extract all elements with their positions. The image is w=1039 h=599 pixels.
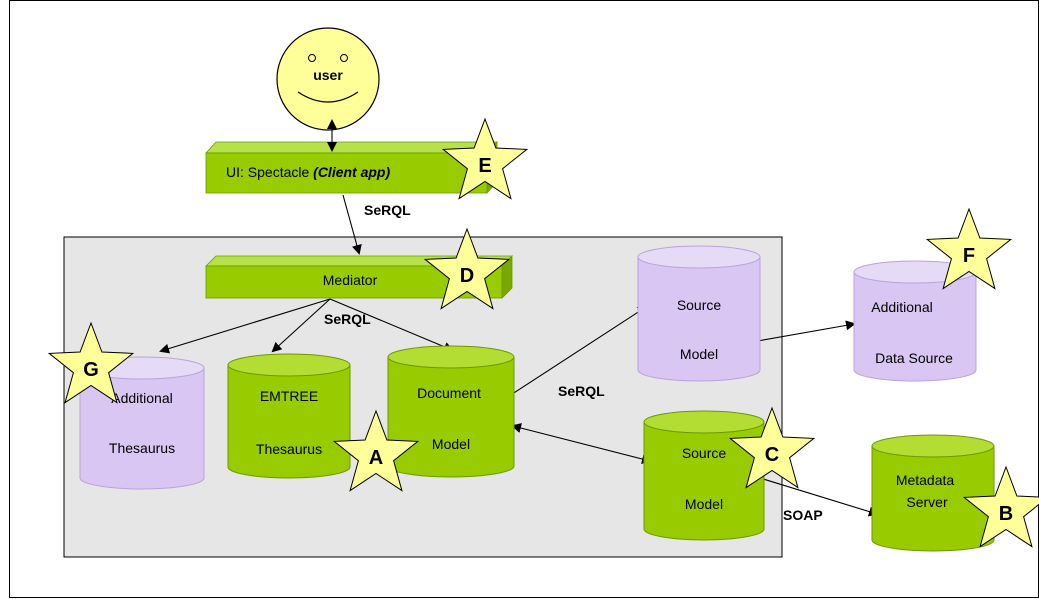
star-label-c: C — [765, 444, 779, 466]
svg-text:Metadata: Metadata — [896, 472, 955, 488]
client-app-label: UI: Spectacle (Client app) — [226, 164, 390, 180]
stars: E D F G A C B — [47, 117, 1039, 548]
star-label-e: E — [478, 155, 491, 177]
db-additional-data-source: Additional Data Source — [853, 260, 977, 382]
svg-text:Source: Source — [682, 445, 727, 461]
svg-text:Additional: Additional — [111, 390, 173, 406]
mediator-label: Mediator — [323, 272, 378, 288]
edge-document-source-purple — [501, 305, 648, 402]
connectors — [159, 119, 879, 517]
serql-label-mediator: SeRQL — [324, 311, 371, 327]
soap-label: SOAP — [783, 507, 823, 523]
serql-label-top: SeRQL — [364, 202, 411, 218]
edge-source-purple-additional — [745, 320, 856, 344]
star-e: E — [441, 117, 529, 200]
svg-text:Model: Model — [432, 436, 470, 452]
star-c: C — [728, 406, 816, 489]
db-emtree-thesaurus: EMTREE Thesaurus — [227, 353, 351, 479]
svg-text:Thesaurus: Thesaurus — [109, 440, 175, 456]
star-label-d: D — [460, 265, 474, 287]
svg-text:EMTREE: EMTREE — [260, 388, 318, 404]
star-icon — [728, 406, 816, 489]
svg-text:Thesaurus: Thesaurus — [256, 441, 322, 457]
star-icon — [332, 409, 420, 492]
user-node: user — [276, 27, 380, 131]
user-label: user — [313, 67, 343, 83]
star-f: F — [925, 207, 1013, 290]
star-label-g: G — [83, 359, 99, 381]
db-source-model-purple: Source Model — [637, 245, 761, 382]
star-icon — [441, 117, 529, 200]
star-label-b: B — [999, 503, 1013, 525]
svg-text:Model: Model — [680, 346, 718, 362]
db-source-model-green: Source Model — [643, 410, 765, 541]
star-icon — [47, 321, 135, 404]
star-a: A — [332, 409, 420, 492]
edge-mediator-emtree — [271, 298, 331, 353]
svg-text:Server: Server — [906, 494, 948, 510]
svg-text:Source: Source — [677, 297, 722, 313]
star-icon — [925, 207, 1013, 290]
star-g: G — [47, 321, 135, 404]
star-label-f: F — [963, 245, 975, 267]
star-d: D — [423, 227, 511, 310]
edge-source-green-metadata — [759, 477, 879, 517]
svg-text:Data Source: Data Source — [875, 350, 953, 366]
star-icon — [423, 227, 511, 310]
db-document-model: Document Model — [387, 345, 515, 478]
svg-text:Document: Document — [417, 385, 481, 401]
star-icon — [962, 465, 1039, 548]
edge-mediator-additional-thesaurus — [159, 298, 331, 354]
star-label-a: A — [369, 447, 383, 469]
edge-document-source-green — [511, 423, 652, 464]
serql-label-right: SeRQL — [558, 383, 605, 399]
edge-client-mediator — [342, 194, 362, 255]
svg-text:Additional: Additional — [871, 299, 933, 315]
svg-text:Model: Model — [685, 496, 723, 512]
db-metadata-server: Metadata Server — [871, 434, 995, 552]
star-b: B — [962, 465, 1039, 548]
edge-mediator-document — [329, 298, 454, 352]
